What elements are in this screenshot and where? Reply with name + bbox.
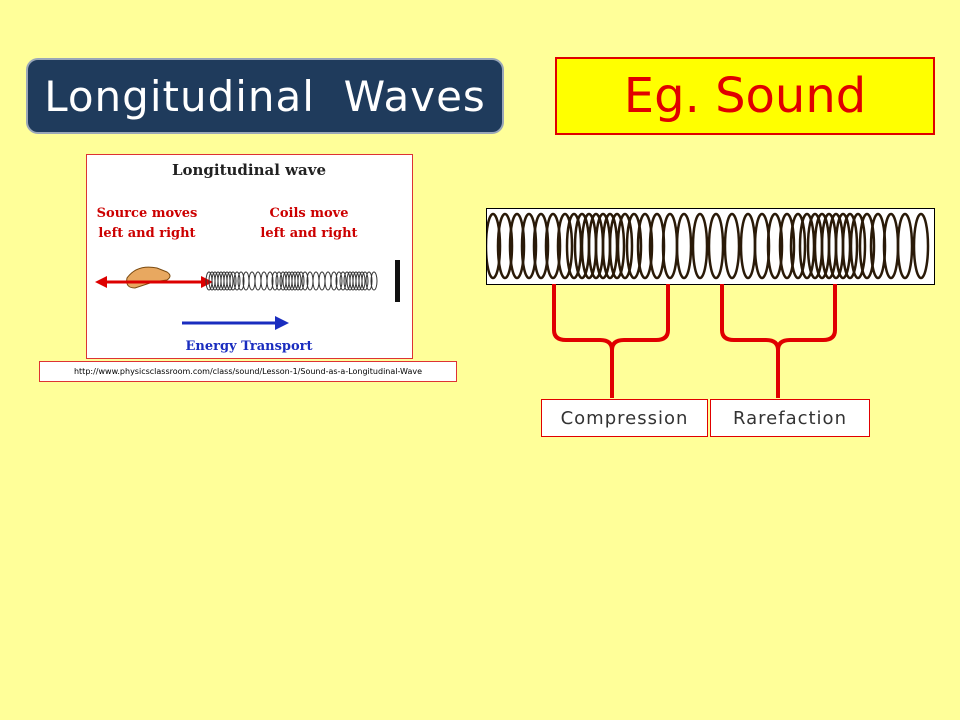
spring-coil [739, 212, 757, 280]
spring-coil [778, 212, 796, 280]
spring-svg [487, 212, 930, 280]
spring-coil [508, 212, 526, 280]
spring-coil [766, 212, 784, 280]
diagram-coil [330, 271, 338, 291]
diagram-coil [260, 271, 268, 291]
rarefaction-label: Rarefaction [710, 399, 870, 437]
diagram-coil [339, 271, 347, 291]
diagram-coil [370, 271, 378, 291]
spring-coil [789, 212, 807, 280]
spring-coil [675, 212, 693, 280]
coils-label-line2: left and right [260, 226, 357, 241]
spring-coil [707, 212, 725, 280]
diagram-coil [233, 271, 241, 291]
region-braces [552, 284, 837, 398]
energy-label: Energy Transport [185, 339, 312, 354]
spring-coil [858, 212, 876, 280]
example-heading: Eg. Sound [555, 57, 935, 135]
diagram-svg: Longitudinal wave Source moves left and … [95, 161, 400, 354]
diagram-coil [266, 271, 274, 291]
spring-coil [520, 212, 538, 280]
diagram-coil [294, 271, 302, 291]
hand-icon [126, 266, 171, 289]
diagram-coil [324, 271, 332, 291]
spring-coil [912, 212, 930, 280]
source-motion-arrow-icon [95, 276, 213, 288]
spring-coil [896, 212, 914, 280]
energy-arrow-icon [182, 316, 289, 330]
spring-coil [496, 212, 514, 280]
diagram-coil [297, 271, 305, 291]
diagram-spring-coils [205, 271, 378, 291]
source-url-link[interactable]: http://www.physicsclassroom.com/class/so… [39, 361, 457, 382]
spring-coil [608, 212, 626, 280]
spring-coil [544, 212, 562, 280]
diagram-coil [365, 271, 373, 291]
diagram-coil [358, 271, 366, 291]
diagram-coil [226, 271, 234, 291]
diagram-coil [275, 271, 283, 291]
spring-coil [616, 212, 634, 280]
spring-illustration [486, 208, 935, 285]
diagram-coil [271, 271, 279, 291]
spring-coil [625, 212, 643, 280]
spring-coil [532, 212, 550, 280]
source-label-line1: Source moves [97, 206, 198, 221]
spring-coil [723, 212, 741, 280]
diagram-coil [237, 271, 245, 291]
diagram-coil [254, 271, 262, 291]
spring-coil [691, 212, 709, 280]
diagram-coil [335, 271, 343, 291]
slide-title: Longitudinal Waves [26, 58, 504, 134]
diagram-heading: Longitudinal wave [172, 161, 326, 179]
diagram-coil [248, 271, 256, 291]
compression-brace [552, 284, 670, 398]
diagram-coil [318, 271, 326, 291]
diagram-coil [361, 271, 369, 291]
coils-label-line1: Coils move [270, 206, 349, 221]
diagram-coil [229, 271, 237, 291]
source-label-line2: left and right [98, 226, 195, 241]
rarefaction-brace [720, 284, 837, 398]
spring-coil [487, 212, 502, 280]
wall-icon [395, 260, 400, 302]
compression-label: Compression [541, 399, 708, 437]
spring-coil [556, 212, 574, 280]
spring-coil [841, 212, 859, 280]
spring-coil [636, 212, 654, 280]
diagram-coil [301, 271, 309, 291]
diagram-coil [312, 271, 320, 291]
spring-coil [849, 212, 867, 280]
longitudinal-wave-diagram: Longitudinal wave Source moves left and … [86, 154, 413, 359]
